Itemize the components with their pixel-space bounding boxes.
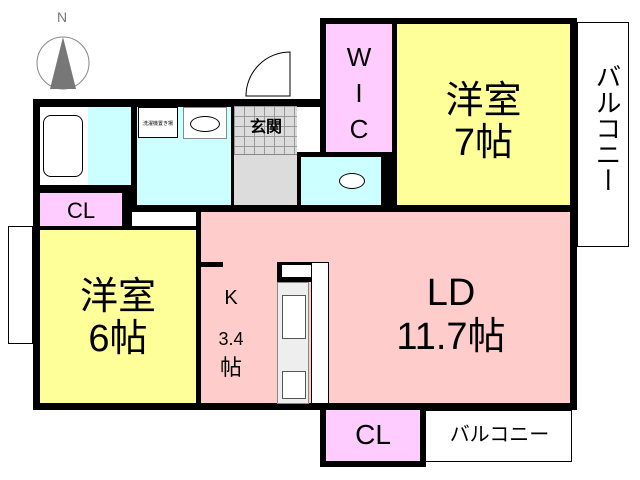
kitchen-size-number: 3.4: [218, 329, 244, 349]
room-name: 洋室: [79, 276, 156, 318]
wall: [320, 461, 426, 467]
bathroom: [88, 107, 131, 185]
room-name: 洋室: [445, 80, 522, 122]
kitchen-partition: [311, 262, 329, 404]
closet-bottom[interactable]: CL: [326, 410, 420, 461]
hallway: [234, 154, 297, 205]
balcony-label: バルコニー: [449, 424, 550, 446]
wall: [33, 99, 40, 409]
wall: [392, 18, 397, 208]
balcony-bottom[interactable]: バルコニー: [425, 410, 572, 462]
toilet: [301, 157, 381, 205]
wall: [33, 205, 577, 212]
wall: [320, 403, 326, 467]
washroom: 洗濯機置き場: [137, 107, 231, 205]
closet-label: CL: [66, 198, 96, 223]
western-room-6[interactable]: 洋室 6帖: [40, 230, 196, 403]
wic-i: I: [355, 78, 363, 108]
wall: [320, 18, 577, 24]
wall: [196, 212, 201, 406]
bathtub-area: [40, 107, 88, 185]
kitchen-counter: [277, 282, 309, 404]
wall: [40, 185, 164, 193]
wall: [297, 154, 301, 206]
wall: [131, 107, 137, 207]
wic-w: W: [346, 42, 372, 72]
wall: [320, 18, 326, 158]
wall: [297, 152, 383, 157]
kitchen-sink-icon: [282, 295, 306, 339]
balcony-right[interactable]: バルコニー: [577, 22, 629, 247]
wall: [122, 185, 132, 227]
compass-north-label: N: [56, 9, 68, 25]
closet-left[interactable]: CL: [40, 193, 122, 226]
wic-c: C: [349, 114, 369, 144]
kitchen-size-unit: 帖: [219, 355, 242, 380]
toilet-icon: [339, 173, 365, 189]
wall: [570, 18, 577, 410]
living-dining-kitchen[interactable]: LD 11.7帖 K 3.4 帖: [201, 212, 570, 404]
wall: [33, 99, 325, 107]
laundry-space: 洗濯機置き場: [138, 107, 178, 138]
ld-name: LD: [426, 272, 476, 314]
walk-in-closet[interactable]: W I C: [326, 24, 392, 152]
entrance-label: 玄関: [249, 119, 282, 136]
sink-icon: [183, 107, 227, 139]
entrance[interactable]: 玄関: [234, 106, 297, 154]
bathtub-icon: [43, 115, 83, 177]
ld-size: 11.7帖: [396, 316, 506, 358]
closet-label: CL: [355, 419, 391, 450]
western-room-7[interactable]: 洋室 7帖: [397, 24, 570, 205]
room-size: 6帖: [88, 318, 148, 360]
kitchen-name: K: [224, 287, 238, 309]
wall: [381, 152, 395, 207]
room-size: 7帖: [453, 122, 514, 164]
wall: [420, 403, 425, 467]
wall: [33, 403, 577, 410]
wall: [201, 262, 223, 267]
wall: [40, 226, 200, 230]
wall: [231, 99, 234, 207]
window-left: [8, 226, 33, 344]
entry-door-icon: [245, 51, 291, 97]
compass-arrow-icon: [36, 36, 90, 90]
balcony-label: バルコニー: [592, 63, 622, 193]
stove-icon: [282, 371, 306, 399]
